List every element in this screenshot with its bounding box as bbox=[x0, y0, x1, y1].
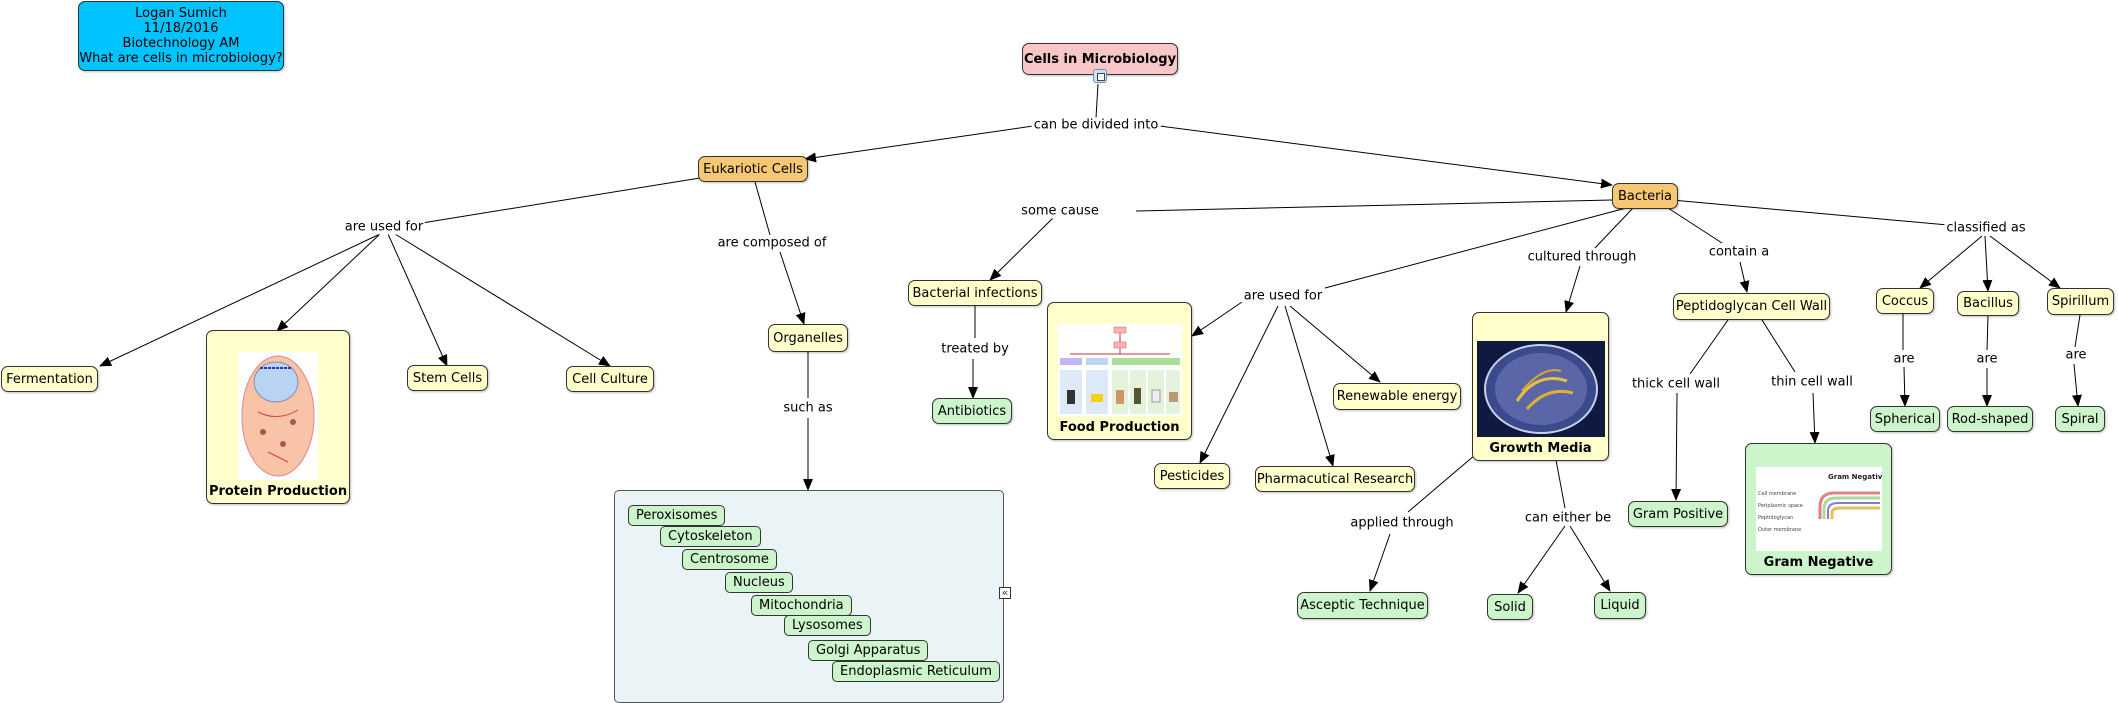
node-food-production-label: Food Production bbox=[1059, 420, 1180, 435]
node-spirillum-label: Spirillum bbox=[2051, 294, 2110, 309]
node-gram-positive-label: Gram Positive bbox=[1632, 506, 1724, 522]
organelle-item[interactable]: Golgi Apparatus bbox=[808, 640, 929, 661]
organelle-item[interactable]: Nucleus bbox=[725, 572, 793, 593]
date: 11/18/2016 bbox=[143, 21, 219, 36]
node-liquid-label: Liquid bbox=[1600, 598, 1640, 613]
gram-negative-wall-image: Gram Negative Cell membrane Periplasmic … bbox=[1755, 467, 1882, 551]
node-protein-production[interactable]: Protein Production bbox=[206, 330, 350, 504]
node-renewable-energy[interactable]: Renewable energy bbox=[1333, 383, 1461, 410]
link-can-either-be[interactable]: can either be bbox=[1522, 510, 1614, 526]
node-growth-media[interactable]: Growth Media bbox=[1472, 312, 1609, 461]
node-asceptic-technique[interactable]: Asceptic Technique bbox=[1297, 592, 1428, 619]
node-gram-negative-label: Gram Negative bbox=[1763, 555, 1874, 570]
info-box: Logan Sumich 11/18/2016 Biotechnology AM… bbox=[78, 1, 284, 71]
link-are[interactable]: are bbox=[1891, 351, 1917, 367]
collapse-arrows-icon[interactable]: « bbox=[999, 587, 1011, 599]
node-organelles-label: Organelles bbox=[773, 330, 843, 346]
petri-dish-image bbox=[1476, 341, 1605, 437]
link-applied-through[interactable]: applied through bbox=[1348, 515, 1456, 531]
node-pharmaceutical-research[interactable]: Pharmacutical Research bbox=[1255, 466, 1415, 492]
node-coccus[interactable]: Coccus bbox=[1876, 288, 1934, 314]
link-such-as[interactable]: such as bbox=[781, 400, 835, 416]
thumb-label-peptidoglycan: Peptidoglycan bbox=[1758, 515, 1793, 521]
link-are-used-for[interactable]: are used for bbox=[342, 219, 426, 235]
node-fermentation[interactable]: Fermentation bbox=[1, 366, 98, 392]
link-cultured-through[interactable]: cultured through bbox=[1525, 249, 1639, 265]
node-spherical[interactable]: Spherical bbox=[1870, 406, 1940, 432]
node-cell-culture[interactable]: Cell Culture bbox=[566, 366, 654, 392]
author-name: Logan Sumich bbox=[135, 6, 227, 21]
node-rod-shaped-label: Rod-shaped bbox=[1951, 411, 2029, 427]
node-gram-negative[interactable]: Gram Negative Cell membrane Periplasmic … bbox=[1745, 443, 1892, 575]
protein-cell-image bbox=[238, 352, 318, 480]
node-antibiotics-label: Antibiotics bbox=[937, 403, 1007, 419]
node-stem-cells[interactable]: Stem Cells bbox=[407, 365, 488, 391]
node-rod-shaped[interactable]: Rod-shaped bbox=[1947, 406, 2033, 432]
thumb-label-periplasmic: Periplasmic space bbox=[1758, 503, 1803, 509]
node-solid-label: Solid bbox=[1494, 599, 1526, 615]
link-are[interactable]: are bbox=[2063, 347, 2089, 363]
link-thin-cell-wall[interactable]: thin cell wall bbox=[1769, 374, 1855, 390]
node-bacteria-label: Bacteria bbox=[1617, 188, 1673, 204]
food-production-image bbox=[1057, 324, 1182, 416]
node-asceptic-label: Asceptic Technique bbox=[1300, 598, 1425, 613]
node-pesticides-label: Pesticides bbox=[1159, 468, 1225, 484]
node-bacillus[interactable]: Bacillus bbox=[1957, 291, 2019, 316]
link-are[interactable]: are bbox=[1974, 351, 2000, 367]
node-bacteria[interactable]: Bacteria bbox=[1612, 183, 1678, 209]
node-stem-cells-label: Stem Cells bbox=[412, 370, 483, 386]
organelle-item[interactable]: Centrosome bbox=[682, 549, 777, 570]
organelle-item[interactable]: Peroxisomes bbox=[628, 505, 726, 526]
link-thick-cell-wall[interactable]: thick cell wall bbox=[1629, 376, 1723, 392]
node-pharmaceutical-label: Pharmacutical Research bbox=[1256, 471, 1414, 487]
node-bacterial-infections[interactable]: Bacterial infections bbox=[908, 280, 1042, 306]
link-treated-by[interactable]: treated by bbox=[939, 341, 1011, 357]
node-bacterial-infections-label: Bacterial infections bbox=[912, 285, 1038, 301]
node-liquid[interactable]: Liquid bbox=[1594, 592, 1646, 619]
node-renewable-label: Renewable energy bbox=[1336, 389, 1458, 404]
node-peptidoglycan-cell-wall[interactable]: Peptidoglycan Cell Wall bbox=[1673, 293, 1830, 320]
link-some-cause[interactable]: some cause bbox=[1019, 203, 1101, 219]
organelle-item[interactable]: Cytoskeleton bbox=[660, 526, 761, 547]
focus-question: What are cells in microbiology? bbox=[79, 51, 283, 66]
node-bacillus-label: Bacillus bbox=[1963, 296, 2013, 311]
root-label: Cells in Microbiology bbox=[1023, 51, 1177, 67]
class-name: Biotechnology AM bbox=[122, 36, 240, 51]
link-can-be-divided-into[interactable]: can be divided into bbox=[1031, 117, 1161, 133]
node-spiral-label: Spiral bbox=[2061, 411, 2099, 427]
node-spherical-label: Spherical bbox=[1874, 411, 1936, 427]
thumb-label-outer-membrane: Outer membrane bbox=[1758, 527, 1801, 533]
node-peptidoglycan-label: Peptidoglycan Cell Wall bbox=[1675, 299, 1828, 314]
node-pesticides[interactable]: Pesticides bbox=[1154, 463, 1230, 489]
node-coccus-label: Coccus bbox=[1881, 293, 1929, 309]
node-protein-production-label: Protein Production bbox=[208, 484, 348, 499]
node-growth-media-label: Growth Media bbox=[1489, 441, 1592, 456]
link-contain-a[interactable]: contain a bbox=[1706, 244, 1772, 260]
link-classified-as[interactable]: classified as bbox=[1944, 220, 2028, 236]
node-spirillum[interactable]: Spirillum bbox=[2047, 288, 2114, 315]
link-are-composed-of[interactable]: are composed of bbox=[715, 235, 829, 251]
node-solid[interactable]: Solid bbox=[1487, 594, 1533, 620]
node-spiral[interactable]: Spiral bbox=[2055, 406, 2105, 432]
node-gram-positive[interactable]: Gram Positive bbox=[1628, 501, 1728, 527]
organelle-item[interactable]: Endoplasmic Reticulum bbox=[832, 661, 1000, 682]
node-antibiotics[interactable]: Antibiotics bbox=[932, 398, 1012, 424]
node-organelles[interactable]: Organelles bbox=[768, 324, 848, 352]
node-food-production[interactable]: Food Production bbox=[1047, 302, 1192, 440]
organelle-item[interactable]: Mitochondria bbox=[751, 595, 852, 616]
document-icon[interactable] bbox=[1093, 69, 1107, 83]
thumb-title: Gram Negative bbox=[1828, 473, 1882, 481]
node-eukaryotic-cells[interactable]: Eukariotic Cells bbox=[698, 156, 808, 182]
organelle-item[interactable]: Lysosomes bbox=[784, 615, 871, 636]
node-eukaryotic-label: Eukariotic Cells bbox=[703, 161, 803, 177]
node-fermentation-label: Fermentation bbox=[6, 371, 93, 387]
node-cell-culture-label: Cell Culture bbox=[572, 371, 648, 387]
link-are-used-for-2[interactable]: are used for bbox=[1241, 288, 1325, 304]
thumb-label-cell-membrane: Cell membrane bbox=[1758, 491, 1796, 497]
